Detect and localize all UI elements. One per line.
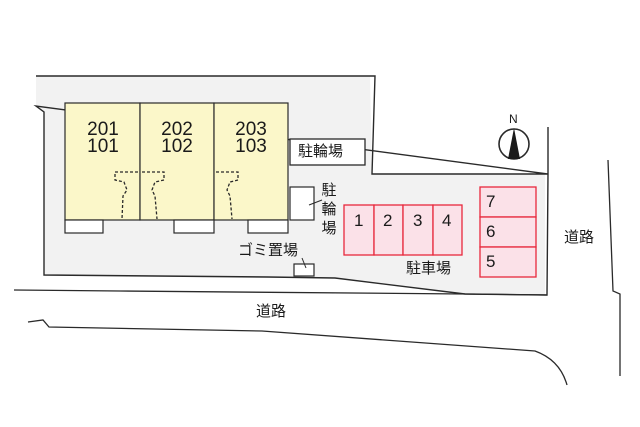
unit-upper-number: 202 [161,119,193,140]
unit-upper-number: 203 [235,119,267,140]
parking-space-7: 7 [486,192,496,211]
porch-3 [247,219,289,234]
parking-column [479,186,537,278]
unit-upper-number: 201 [87,119,119,140]
bicycle-parking-box-side [289,186,315,221]
bicycle-parking-label-side: 駐輪場 [321,181,337,237]
parking-space-2: 2 [383,211,393,230]
unit-label-3: 203 103 [214,119,288,157]
unit-block-1 [64,102,141,221]
parking-space-4: 4 [442,211,452,230]
garbage-box [293,263,315,277]
unit-lower-number: 102 [161,136,193,157]
unit-label-2: 202 102 [140,119,214,157]
unit-lower-number: 103 [235,136,267,157]
stair-outlines [114,171,239,220]
road-east-edge [607,159,621,376]
car-parking-label: 駐車場 [406,259,452,277]
parking-space-5: 5 [486,252,496,271]
bicycle-parking-box-top [289,138,366,166]
compass-north-label: N [509,112,518,126]
parking-row [343,204,463,256]
porch-2 [173,219,215,234]
bicycle-parking-label-top: 駐輪場 [298,142,344,160]
parking-space-1: 1 [354,211,364,230]
road-south-edge-bottom [27,319,568,386]
road-south-edge-top [13,289,548,296]
parking-space-3: 3 [413,211,423,230]
lot-upper-white [370,76,545,174]
parking-space-6: 6 [486,222,496,241]
garbage-area-label: ゴミ置場 [238,241,299,259]
porch-1 [64,219,104,234]
road-east-label: 道路 [564,228,595,246]
unit-lower-number: 101 [87,136,119,157]
road-south-label: 道路 [256,302,287,320]
unit-block-2 [139,102,215,221]
unit-label-1: 201 101 [66,119,140,157]
unit-block-3 [213,102,289,221]
compass-icon [498,128,530,160]
